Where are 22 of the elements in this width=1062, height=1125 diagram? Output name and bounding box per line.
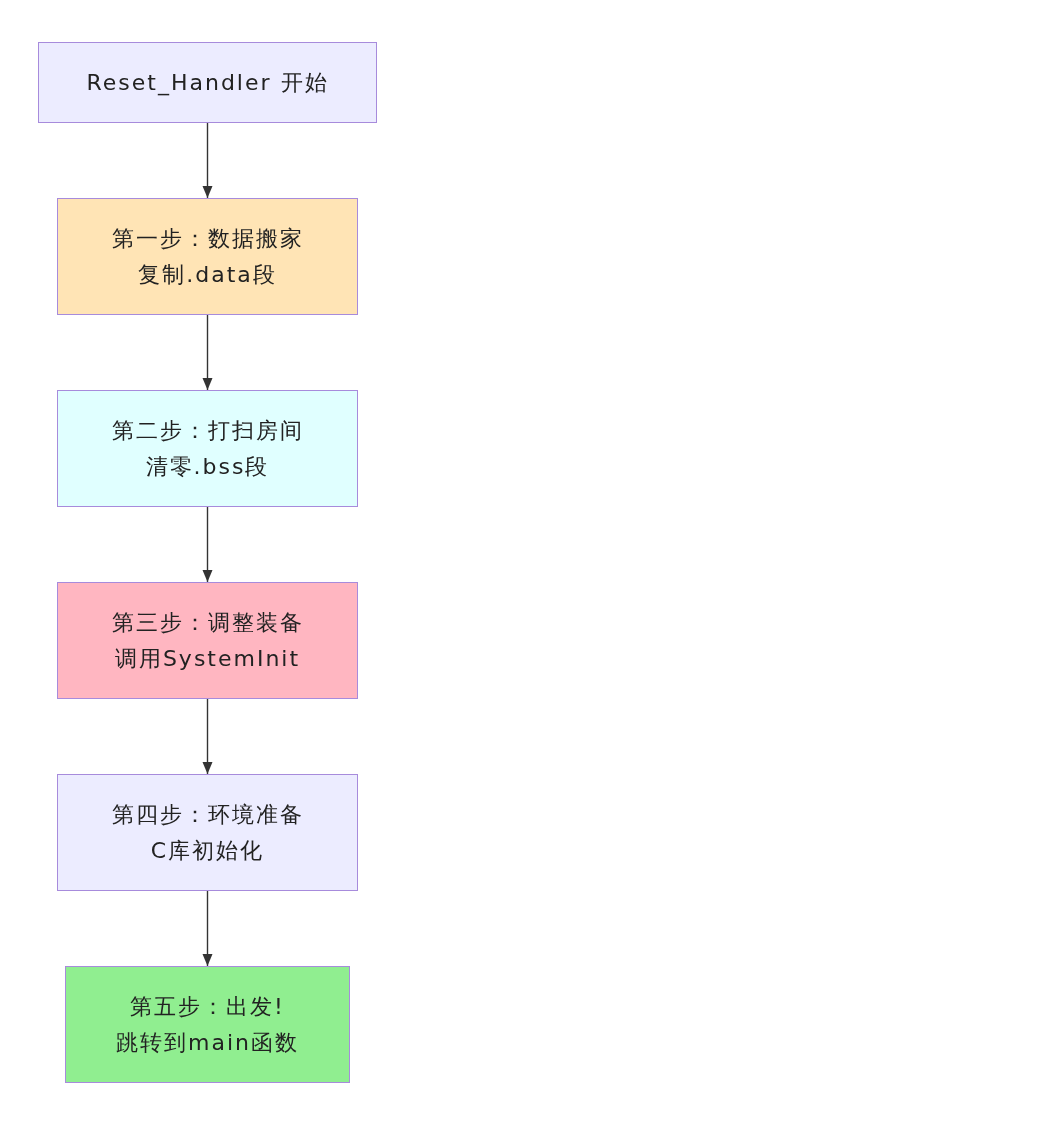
arrow	[202, 890, 213, 967]
step-detail: 调用SystemInit	[114, 644, 301, 673]
step-heading: 第四步：环境准备	[111, 800, 304, 829]
arrow	[202, 698, 213, 775]
step-heading: 第三步：调整装备	[111, 608, 304, 637]
process-box	[57, 582, 358, 699]
step-detail: C库初始化	[150, 836, 265, 865]
arrow	[202, 314, 213, 391]
arrow	[202, 506, 213, 583]
step-heading: 第二步：打扫房间	[111, 416, 304, 445]
node-label: Reset_Handler 开始	[86, 68, 329, 98]
step-heading: 第五步：出发!	[130, 992, 285, 1021]
arrow	[202, 122, 213, 199]
process-box	[38, 42, 377, 123]
process-box	[57, 774, 358, 891]
process-box	[57, 390, 358, 507]
step-detail: 跳转到main函数	[116, 1028, 299, 1057]
process-box	[65, 966, 350, 1083]
step-detail: 清零.bss段	[145, 452, 270, 481]
process-box	[57, 198, 358, 315]
step-heading: 第一步：数据搬家	[111, 224, 304, 253]
step-detail: 复制.data段	[138, 260, 277, 289]
